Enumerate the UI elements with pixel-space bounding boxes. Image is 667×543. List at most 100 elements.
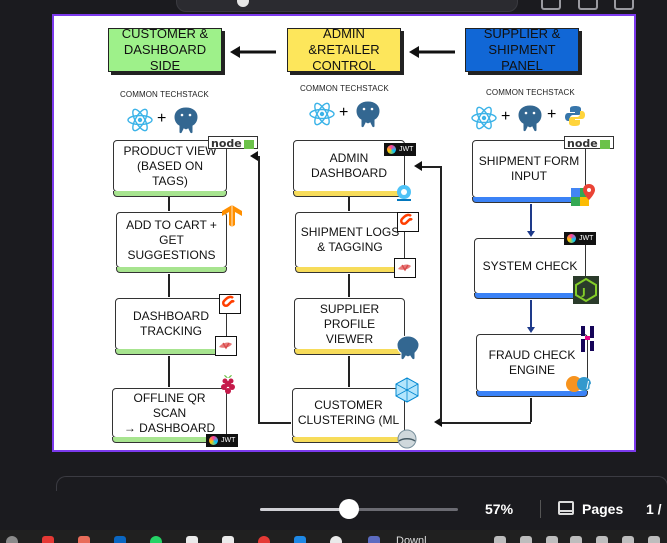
pages-button[interactable]: Pages — [582, 501, 624, 517]
tray-icon[interactable] — [520, 536, 532, 543]
admin-techstack-label: COMMON TECHSTACK — [300, 84, 389, 93]
shipment-logs-box[interactable]: SHIPMENT LOGS & TAGGING — [295, 212, 405, 273]
connector — [168, 274, 170, 297]
postgres-icon — [396, 335, 420, 361]
svg-text:J: J — [581, 287, 586, 298]
volume-icon[interactable] — [570, 536, 582, 543]
pages-icon[interactable] — [558, 501, 574, 515]
whatsapp-icon[interactable] — [150, 536, 162, 543]
toolbar-dot[interactable] — [237, 0, 249, 7]
linkedin-icon[interactable] — [114, 536, 126, 543]
tray-icon[interactable] — [494, 536, 506, 543]
plus-sign: + — [547, 106, 557, 123]
app-icon[interactable] — [368, 536, 380, 543]
jwt-label: JWT — [399, 146, 414, 153]
gmaps-icon — [571, 184, 595, 206]
jwt-label: JWT — [579, 235, 594, 242]
arrow-left — [414, 161, 422, 171]
connector — [258, 156, 260, 423]
diagram-area: CUSTOMER & DASHBOARD SIDE ADMIN &RETAILE… — [58, 20, 630, 449]
system-check-box[interactable]: SYSTEM CHECK — [474, 238, 586, 299]
app-icon[interactable] — [294, 536, 306, 543]
arrow-down — [527, 327, 535, 333]
supplier-header: SUPPLIER & SHIPMENT PANEL — [465, 26, 579, 73]
arrow-left — [434, 417, 442, 427]
connector — [168, 356, 170, 387]
node-logo-dot — [243, 139, 254, 149]
page-scroll-area[interactable] — [56, 476, 667, 491]
arrow-supplier-to-admin — [409, 46, 455, 58]
postgres-icon — [517, 104, 543, 133]
connector — [348, 197, 350, 211]
app-icon[interactable] — [258, 536, 270, 543]
app-icon[interactable] — [222, 536, 234, 543]
customer-clustering-box[interactable]: CUSTOMER CLUSTERING (ML — [292, 388, 405, 443]
svelte-icon — [397, 212, 419, 232]
connector — [530, 204, 532, 231]
connector — [348, 356, 350, 387]
postgres-icon — [355, 100, 381, 129]
scikit-learn-icon: learn — [566, 376, 612, 392]
zoom-slider-handle[interactable] — [339, 499, 360, 519]
plus-sign: + — [157, 110, 167, 127]
product-view-box[interactable]: PRODUCT VIEW (BASED ON TAGS) — [113, 140, 227, 197]
connector — [422, 166, 441, 168]
connector — [440, 166, 442, 422]
offline-qr-scan-box[interactable]: OFFLINE QR SCAN → DASHBOARD — [112, 388, 227, 443]
python-icon — [565, 106, 585, 126]
share-icon[interactable] — [541, 0, 561, 10]
taskbar-download-label[interactable]: Downl — [396, 535, 427, 543]
divider — [540, 500, 541, 518]
add-page-icon[interactable] — [578, 0, 598, 10]
arrow-left — [250, 151, 258, 161]
connector — [348, 274, 350, 297]
redis-icon — [215, 336, 237, 356]
node-logo-dot — [599, 139, 610, 149]
jwt-icon: JWT — [564, 232, 597, 245]
app-icon[interactable] — [42, 536, 54, 543]
github-icon[interactable] — [330, 536, 342, 543]
connector — [168, 197, 170, 211]
admin-header: ADMIN &RETAILER CONTROL — [287, 26, 401, 73]
zoom-slider[interactable] — [260, 508, 458, 511]
tray-icon[interactable] — [546, 536, 558, 543]
customer-techstack-label: COMMON TECHSTACK — [120, 90, 209, 99]
tensorflow-icon — [222, 205, 242, 227]
nodejs-icon: J — [573, 276, 599, 304]
connector — [530, 398, 532, 422]
scikit-learn-icon — [397, 429, 417, 449]
pandas-icon — [581, 326, 594, 352]
connector — [258, 422, 291, 424]
os-taskbar: Downl — [0, 530, 667, 543]
zoom-level[interactable]: 57% — [485, 501, 514, 517]
customer-header: CUSTOMER & DASHBOARD SIDE — [108, 26, 222, 73]
connector — [530, 300, 532, 327]
pandas-icon — [397, 185, 411, 201]
zoom-slider-fill — [260, 508, 350, 511]
tray-icon[interactable] — [596, 536, 608, 543]
app-icon[interactable] — [186, 536, 198, 543]
tray-icon[interactable] — [648, 536, 660, 543]
node-logo-text: node — [211, 137, 242, 150]
postgres-icon — [173, 106, 199, 135]
fraud-check-box[interactable]: FRAUD CHECK ENGINE — [476, 334, 588, 397]
arrow-down — [527, 231, 535, 237]
add-to-cart-box[interactable]: ADD TO CART + GET SUGGESTIONS — [116, 212, 227, 273]
copy-icon[interactable] — [614, 0, 634, 10]
connector — [442, 422, 531, 424]
node-icon: node — [208, 136, 258, 150]
supplier-profile-box[interactable]: SUPPLIER PROFILE VIEWER — [294, 298, 405, 355]
app-icon[interactable] — [78, 536, 90, 543]
page-indicator: 1 / — [646, 501, 662, 517]
supplier-techstack-label: COMMON TECHSTACK — [486, 88, 575, 97]
jwt-icon: JWT — [206, 434, 239, 447]
canvas-page[interactable]: CUSTOMER & DASHBOARD SIDE ADMIN &RETAILE… — [52, 14, 636, 452]
node-logo-text: node — [567, 137, 598, 150]
node-icon: node — [564, 136, 614, 150]
tray-icon[interactable] — [622, 536, 634, 543]
learn-label: learn — [586, 379, 612, 392]
wifi-icon[interactable] — [6, 536, 18, 543]
dashboard-tracking-box[interactable]: DASHBOARD TRACKING — [115, 298, 227, 355]
arrow-admin-to-customer — [230, 46, 276, 58]
shipment-form-box[interactable]: SHIPMENT FORM INPUT — [472, 140, 586, 203]
